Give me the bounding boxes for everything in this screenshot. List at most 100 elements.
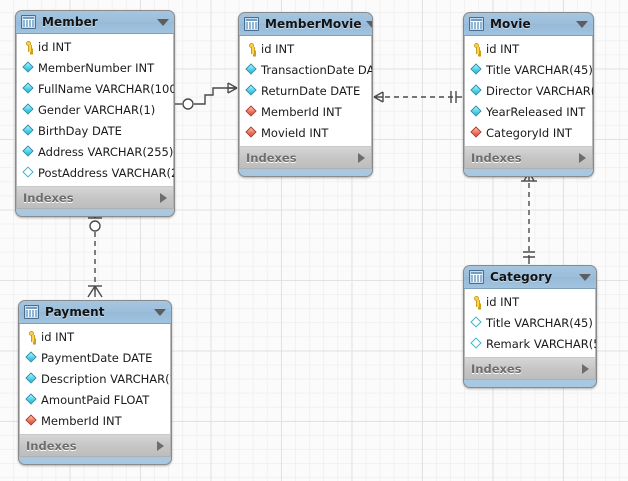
column-label: ReturnDate DATE <box>261 83 361 98</box>
indexes-section-category[interactable]: Indexes <box>464 357 596 380</box>
foreign-key-icon <box>244 105 258 118</box>
indexes-section-movie[interactable]: Indexes <box>464 146 593 169</box>
table-column-row[interactable]: PostAddress VARCHAR(255) <box>17 162 174 183</box>
table-column-row[interactable]: MemberId INT <box>240 101 371 122</box>
triangle-right-icon[interactable] <box>157 440 164 451</box>
indexes-section-member[interactable]: Indexes <box>16 186 174 209</box>
indexes-section-payment[interactable]: Indexes <box>19 434 171 457</box>
column-label: MemberId INT <box>261 104 342 119</box>
cardinality-zero-icon-2 <box>89 220 101 232</box>
indexes-label: Indexes <box>246 150 297 165</box>
table-column-row[interactable]: Director VARCHAR(45) <box>465 80 594 101</box>
column-icon <box>469 63 483 76</box>
table-name-label: Movie <box>490 17 531 31</box>
diamond-shape <box>469 84 482 96</box>
table-column-row[interactable]: PaymentDate DATE <box>20 347 170 368</box>
table-column-row[interactable]: Address VARCHAR(255) <box>17 141 173 162</box>
table-icon <box>244 17 259 31</box>
column-label: PaymentDate DATE <box>41 350 153 365</box>
table-name-label: Member <box>42 15 98 29</box>
diamond-shape <box>469 316 482 328</box>
column-label: id INT <box>486 294 520 309</box>
table-icon <box>24 305 39 319</box>
chevron-down-icon[interactable] <box>576 20 588 28</box>
diamond-shape <box>469 337 482 349</box>
table-header-movie[interactable]: Movie <box>464 13 593 36</box>
column-icon <box>21 61 35 74</box>
chevron-down-icon[interactable] <box>157 18 169 26</box>
triangle-right-icon[interactable] <box>579 152 586 163</box>
diamond-shape <box>24 351 37 363</box>
cardinality-many-icon <box>227 82 238 94</box>
table-columns-movie: id INT Title VARCHAR(45) Director VARCHAR(… <box>464 36 593 146</box>
table-node-membermovie[interactable]: MemberMovie id INT TransactionDate DATE Ret… <box>238 12 373 177</box>
triangle-right-icon[interactable] <box>160 192 167 203</box>
table-icon <box>469 270 484 284</box>
table-node-member[interactable]: Member id INT MemberNumber INT FullName VAR… <box>15 10 175 217</box>
foreign-key-icon <box>24 414 38 427</box>
column-label: TransactionDate DATE <box>261 62 373 77</box>
column-icon <box>21 124 35 137</box>
table-node-category[interactable]: Category id INT Title VARCHAR(45)Remark VA… <box>463 265 597 388</box>
table-header-category[interactable]: Category <box>464 266 596 289</box>
table-column-row[interactable]: id INT <box>465 291 595 312</box>
table-column-row[interactable]: ReturnDate DATE <box>240 80 371 101</box>
indexes-label: Indexes <box>471 150 522 165</box>
chevron-down-icon[interactable] <box>579 273 591 281</box>
diamond-shape <box>21 61 34 73</box>
table-column-row[interactable]: id INT <box>17 36 173 57</box>
triangle-right-icon[interactable] <box>358 152 365 163</box>
indexes-label: Indexes <box>26 438 77 453</box>
column-label: MemberId INT <box>41 413 122 428</box>
table-column-row[interactable]: Title VARCHAR(45) <box>465 59 593 80</box>
table-column-row[interactable]: CategoryId INT <box>465 122 592 143</box>
table-column-row[interactable]: AmountPaid FLOAT <box>20 389 170 410</box>
table-name-label: MemberMovie <box>265 17 362 31</box>
table-column-row[interactable]: MemberId INT <box>20 410 170 431</box>
cardinality-zero-icon <box>182 98 194 110</box>
chevron-down-icon[interactable] <box>365 20 372 28</box>
primary-key-icon <box>470 42 483 55</box>
table-column-row[interactable]: Gender VARCHAR(1) <box>17 99 173 120</box>
table-header-membermovie[interactable]: MemberMovie <box>239 13 372 36</box>
table-column-row[interactable]: TransactionDate DATE <box>240 59 373 80</box>
triangle-right-icon[interactable] <box>582 363 589 374</box>
table-column-row[interactable]: Remark VARCHAR(500) <box>465 333 596 354</box>
table-column-row[interactable]: BirthDay DATE <box>17 120 173 141</box>
indexes-label: Indexes <box>23 190 74 205</box>
table-column-row[interactable]: id INT <box>465 38 592 59</box>
column-icon <box>244 63 258 76</box>
chevron-down-icon[interactable] <box>154 308 166 316</box>
column-label: YearReleased INT <box>486 104 586 119</box>
column-label: MemberNumber INT <box>38 60 155 75</box>
table-node-movie[interactable]: Movie id INT Title VARCHAR(45) Director VAR… <box>463 12 594 177</box>
table-column-row[interactable]: MemberNumber INT <box>17 57 173 78</box>
table-columns-member: id INT MemberNumber INT FullName VARCHAR(1… <box>16 34 174 186</box>
table-column-row[interactable]: Description VARCHAR(100) <box>20 368 171 389</box>
primary-key-icon <box>25 330 38 343</box>
table-column-row[interactable]: MovieId INT <box>240 122 371 143</box>
cardinality-many-icon-4 <box>87 285 103 298</box>
column-icon <box>469 84 483 97</box>
foreign-key-icon <box>469 126 483 139</box>
diamond-shape <box>21 82 34 94</box>
table-column-row[interactable]: Title VARCHAR(45) <box>465 312 595 333</box>
table-column-row[interactable]: id INT <box>20 326 170 347</box>
diamond-shape <box>21 145 34 157</box>
table-header-payment[interactable]: Payment <box>19 301 171 324</box>
column-label: id INT <box>261 41 295 56</box>
column-icon <box>24 372 38 385</box>
column-icon <box>21 103 35 116</box>
diamond-shape <box>244 105 257 117</box>
column-label: Gender VARCHAR(1) <box>38 102 156 117</box>
column-label: Director VARCHAR(45) <box>486 83 594 98</box>
column-label: Title VARCHAR(45) <box>486 62 593 77</box>
table-column-row[interactable]: YearReleased INT <box>465 101 592 122</box>
table-header-member[interactable]: Member <box>16 11 174 34</box>
indexes-section-membermovie[interactable]: Indexes <box>239 146 372 169</box>
diamond-shape <box>24 393 37 405</box>
table-column-row[interactable]: FullName VARCHAR(100) <box>17 78 174 99</box>
table-column-row[interactable]: id INT <box>240 38 371 59</box>
